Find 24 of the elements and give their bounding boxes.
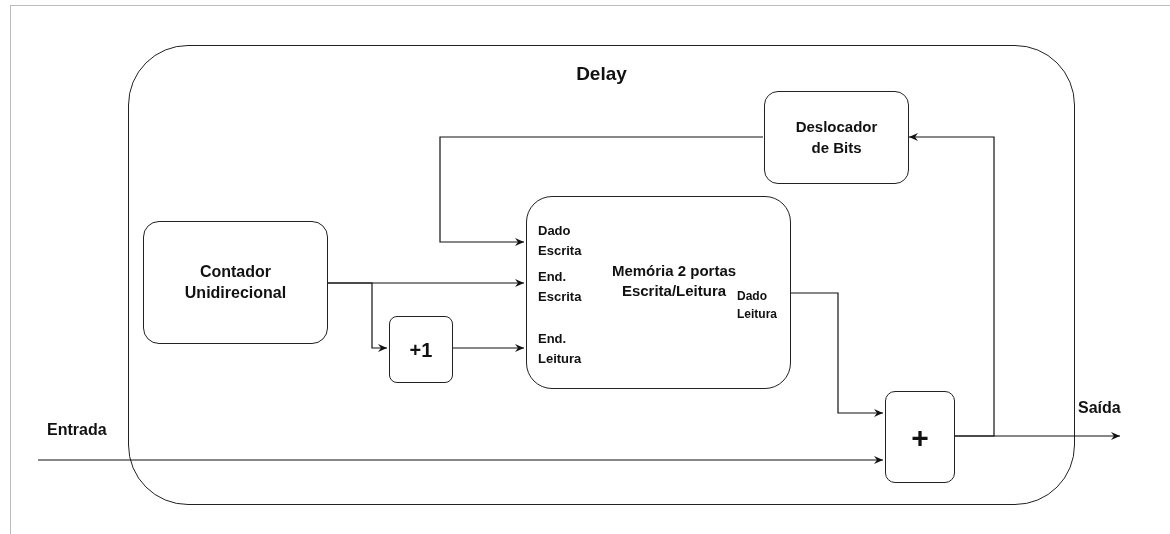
port-label: Dado Leitura xyxy=(737,288,778,323)
arrow xyxy=(451,344,525,352)
block-label: +1 xyxy=(409,337,433,363)
arrow xyxy=(37,456,884,464)
arrow xyxy=(908,133,995,437)
block-label: Memória 2 portas Escrita/Leitura xyxy=(610,261,737,300)
adder-block xyxy=(885,391,955,483)
arrow xyxy=(789,292,884,417)
increment-block xyxy=(389,316,453,383)
counter-block xyxy=(143,221,328,344)
edge-label: Saída xyxy=(1078,398,1121,418)
port-label: Dado Escrita xyxy=(538,222,583,260)
memory-block xyxy=(526,196,791,389)
block-label: + xyxy=(911,419,929,456)
arrow xyxy=(326,282,388,352)
block-label: Deslocador de Bits xyxy=(794,117,879,158)
block-title: Delay xyxy=(575,62,628,86)
delay-block xyxy=(128,45,1075,505)
port-label: End. Escrita xyxy=(538,268,583,306)
edge-label: Entrada xyxy=(47,420,107,440)
arrow xyxy=(439,136,764,246)
block-label: Contador Unidirecional xyxy=(183,261,288,303)
shifter-block xyxy=(764,91,909,184)
port-label: End. Leitura xyxy=(538,330,583,368)
